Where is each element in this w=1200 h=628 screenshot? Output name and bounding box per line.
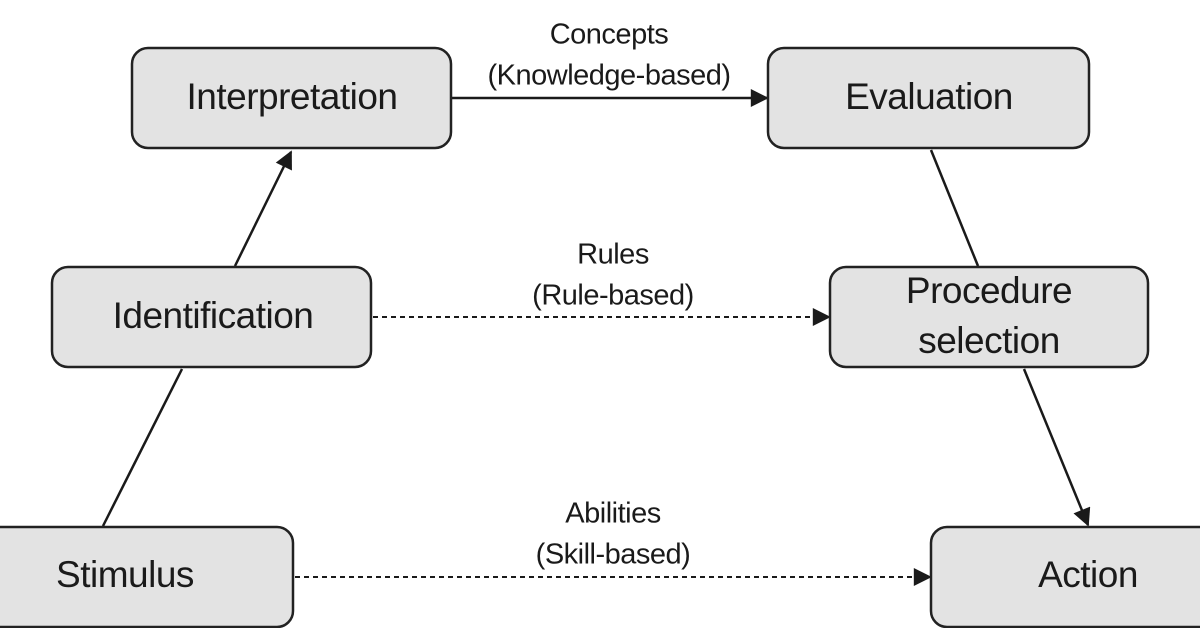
node-stimulus: Stimulus — [0, 525, 295, 628]
edge-label-concepts: Concepts — [550, 19, 669, 51]
edge-stimulus-identification — [101, 368, 184, 527]
node-identification-label: Identification — [113, 295, 314, 336]
node-procedure-label-line1: Procedure — [906, 270, 1072, 311]
edge-label-skill-based: (Skill-based) — [536, 539, 691, 571]
edge-evaluation-procedure — [929, 149, 980, 267]
edge-procedure-action — [1022, 368, 1091, 527]
node-interpretation-label: Interpretation — [186, 76, 397, 117]
edge-label-knowledge-based: (Knowledge-based) — [488, 60, 731, 92]
edge-identification-interpretation — [233, 150, 293, 267]
node-stimulus-label: Stimulus — [56, 554, 194, 595]
edge-label-abilities: Abilities — [565, 498, 660, 530]
node-evaluation-label: Evaluation — [845, 76, 1013, 117]
edge-label-rules: Rules — [577, 239, 649, 271]
node-procedure-selection: Procedure selection — [828, 265, 1150, 369]
node-identification: Identification — [50, 265, 373, 369]
node-action-label: Action — [1038, 554, 1138, 595]
node-interpretation: Interpretation — [130, 46, 453, 150]
node-evaluation: Evaluation — [766, 46, 1091, 150]
node-action: Action — [929, 525, 1200, 628]
edge-label-rule-based: (Rule-based) — [532, 280, 694, 312]
node-procedure-label-line2: selection — [918, 320, 1060, 361]
